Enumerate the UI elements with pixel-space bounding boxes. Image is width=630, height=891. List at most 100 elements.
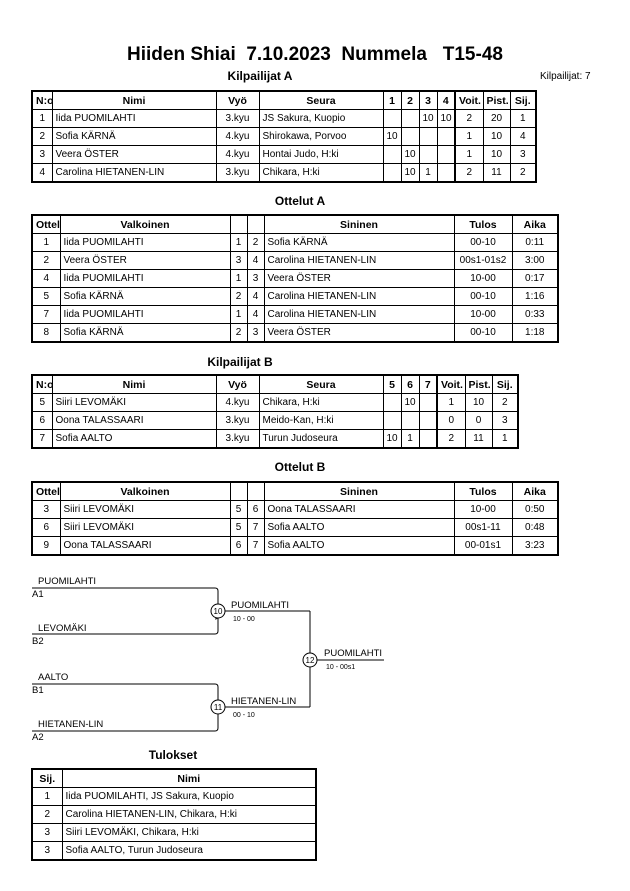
table-cell: 4 bbox=[246, 287, 265, 306]
table-cell bbox=[418, 411, 438, 430]
table-cell: 4 bbox=[31, 269, 61, 288]
table-cell: Shirokawa, Porvoo bbox=[258, 127, 384, 146]
competitor-count: Kilpailijat: 7 bbox=[540, 71, 591, 82]
table-cell: 4 bbox=[509, 127, 537, 146]
table-cell: 3 bbox=[31, 823, 63, 842]
table-cell: 1 bbox=[31, 109, 53, 128]
table-cell: 00-10 bbox=[453, 233, 513, 252]
table-cell: Oona TALASSAARI bbox=[59, 536, 231, 556]
table-cell: 7 bbox=[246, 536, 265, 556]
table-cell: Chikara, H:ki bbox=[258, 163, 384, 183]
table-cell: 7 bbox=[246, 518, 265, 537]
table-cell: Carolina HIETANEN-LIN, Chikara, H:ki bbox=[61, 805, 317, 824]
table-cell bbox=[382, 393, 402, 412]
table-cell: 3.kyu bbox=[215, 429, 260, 449]
table-cell: 2 bbox=[31, 127, 53, 146]
table-header-row: OtteluValkoinenSininenTulosAika bbox=[31, 214, 559, 234]
table-cell bbox=[418, 429, 438, 449]
table-cell: 3 bbox=[31, 500, 61, 519]
table-cell: 4.kyu bbox=[215, 127, 260, 146]
table-cell bbox=[418, 127, 438, 146]
final-winner: PUOMILAHTI bbox=[324, 648, 382, 659]
column-header: Sij. bbox=[31, 768, 63, 788]
table-cell: 00-01s1 bbox=[453, 536, 513, 556]
table-cell: 6 bbox=[31, 411, 53, 430]
table-cell: 1 bbox=[418, 163, 438, 183]
pool-a-heading: Kilpailijat A bbox=[227, 69, 293, 83]
column-header: Ottelu bbox=[31, 214, 61, 234]
column-header: Tulos bbox=[453, 481, 513, 501]
results-heading: Tulokset bbox=[148, 748, 198, 762]
table-cell bbox=[436, 145, 456, 164]
table-cell: 8 bbox=[31, 323, 61, 343]
table-cell: 5 bbox=[31, 393, 53, 412]
table-cell: 10 bbox=[482, 127, 511, 146]
sf1-top-name: PUOMILAHTI bbox=[38, 576, 96, 587]
table-cell: Iida PUOMILAHTI, JS Sakura, Kuopio bbox=[61, 787, 317, 806]
table-cell: Sofia KÄRNÄ bbox=[59, 287, 231, 306]
table-cell: 1 bbox=[229, 269, 248, 288]
column-header bbox=[246, 214, 265, 234]
table-cell bbox=[436, 127, 456, 146]
column-header: Vyö bbox=[215, 90, 260, 110]
matches-b-heading: Ottelut B bbox=[274, 460, 326, 474]
table-cell: 1:16 bbox=[511, 287, 559, 306]
table-cell: Siiri LEVOMÄKI bbox=[51, 393, 217, 412]
column-header bbox=[246, 481, 265, 501]
table-cell: 1 bbox=[229, 233, 248, 252]
table-cell: 2 bbox=[491, 393, 519, 412]
table-cell bbox=[400, 127, 420, 146]
column-header: Seura bbox=[258, 90, 384, 110]
column-header: Pist. bbox=[464, 374, 493, 394]
table-cell: JS Sakura, Kuopio bbox=[258, 109, 384, 128]
column-header: Seura bbox=[258, 374, 384, 394]
column-header: Voit. bbox=[436, 374, 466, 394]
table-cell bbox=[382, 145, 402, 164]
table-cell: 4.kyu bbox=[215, 145, 260, 164]
page-title: Hiiden Shiai 7.10.2023 Nummela T15-48 bbox=[127, 44, 503, 65]
table-cell: 1 bbox=[229, 305, 248, 324]
table-cell: 2 bbox=[454, 163, 484, 183]
sf2-bottom-name: HIETANEN-LIN bbox=[38, 719, 103, 730]
table-cell: 00s1-01s2 bbox=[453, 251, 513, 270]
column-header bbox=[229, 214, 248, 234]
table-cell: 10 bbox=[418, 109, 438, 128]
column-header: 2 bbox=[400, 90, 420, 110]
table-cell: 3 bbox=[31, 841, 63, 861]
table-cell bbox=[400, 109, 420, 128]
match-10-score: 10 - 00 bbox=[233, 616, 255, 623]
table-cell: 9 bbox=[31, 536, 61, 556]
bracket-line-sf1-bottom bbox=[32, 616, 219, 635]
table-cell: 1 bbox=[454, 127, 484, 146]
table-cell: Sofia KÄRNÄ bbox=[59, 323, 231, 343]
table-cell: 3 bbox=[246, 323, 265, 343]
table-cell: 7 bbox=[31, 429, 53, 449]
table-cell: 0:11 bbox=[511, 233, 559, 252]
table-cell: 3:23 bbox=[511, 536, 559, 556]
table-cell: 1:18 bbox=[511, 323, 559, 343]
sf1-bottom-seed: B2 bbox=[32, 636, 44, 647]
table-cell: 6 bbox=[246, 500, 265, 519]
table-cell: Carolina HIETANEN-LIN bbox=[51, 163, 217, 183]
table-cell: 1 bbox=[454, 145, 484, 164]
table-cell: 10 bbox=[400, 163, 420, 183]
column-header: Tulos bbox=[453, 214, 513, 234]
table-cell: 1 bbox=[491, 429, 519, 449]
column-header: 7 bbox=[418, 374, 438, 394]
table-cell: 10 bbox=[482, 145, 511, 164]
sf1-bottom-name: LEVOMÄKI bbox=[38, 623, 87, 634]
table-cell bbox=[436, 163, 456, 183]
table-cell: Oona TALASSAARI bbox=[263, 500, 455, 519]
bracket-line-sf2-bottom bbox=[32, 707, 219, 732]
